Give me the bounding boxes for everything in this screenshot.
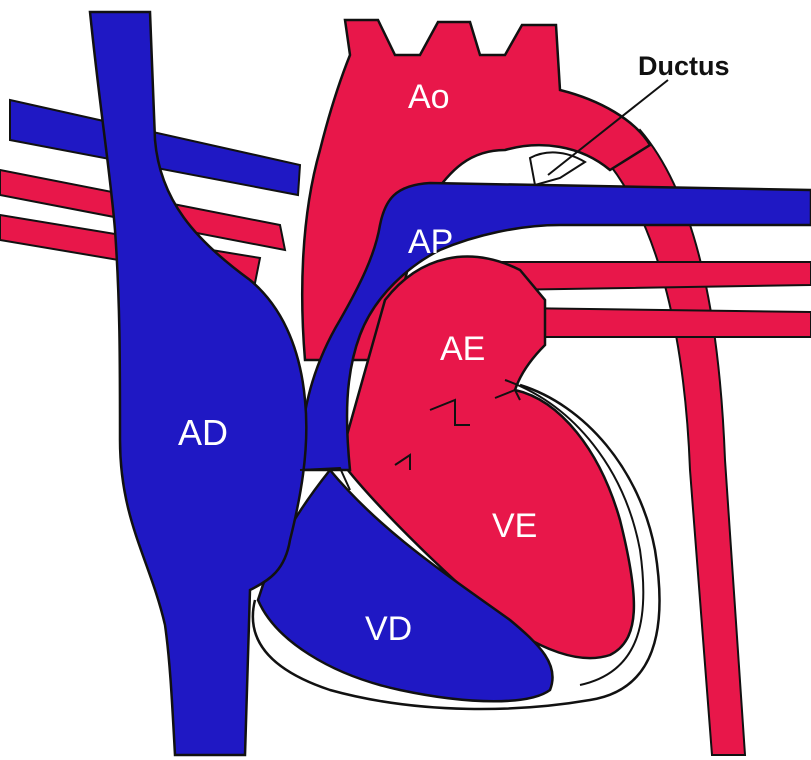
- pulmonary-vein-right-upper: [500, 262, 811, 290]
- label-left-atrium: AE: [440, 330, 485, 368]
- label-left-ventricle: VE: [492, 507, 537, 545]
- label-ductus: Ductus: [638, 51, 730, 81]
- label-pulmonary-artery: AP: [408, 223, 453, 261]
- pulmonary-vein-right-lower: [515, 308, 811, 337]
- label-right-atrium: AD: [178, 412, 228, 453]
- label-aorta: Ao: [408, 78, 450, 116]
- right-atrium: [90, 12, 306, 755]
- label-right-ventricle: VD: [365, 610, 412, 648]
